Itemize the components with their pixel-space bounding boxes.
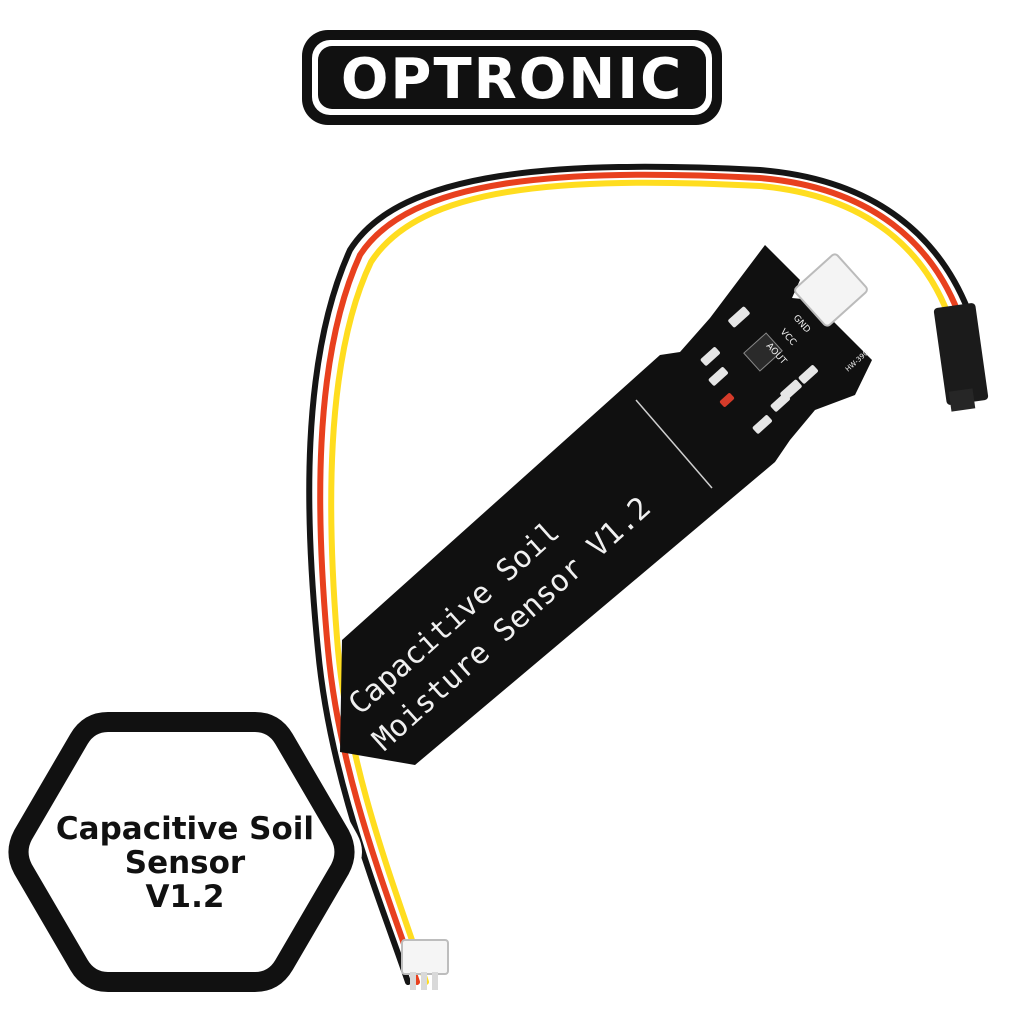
dupont-connector xyxy=(933,303,989,412)
sensor-board: GND VCC AOUT HW-390 Capacitive Soil Mois… xyxy=(340,245,872,765)
title-badge xyxy=(1,707,362,996)
badge-line-3: V1.2 xyxy=(145,879,225,915)
badge-line-2: Sensor xyxy=(124,845,246,881)
optronic-logo: OPTRONIC xyxy=(302,30,722,125)
jst-connector xyxy=(794,253,868,327)
bottom-connector xyxy=(401,939,449,990)
sensor-cable xyxy=(306,163,971,985)
svg-text:OPTRONIC: OPTRONIC xyxy=(341,47,683,112)
badge-line-1: Capacitive Soil xyxy=(55,811,315,847)
badge-text: Capacitive Soil Sensor V1.2 xyxy=(40,812,330,914)
